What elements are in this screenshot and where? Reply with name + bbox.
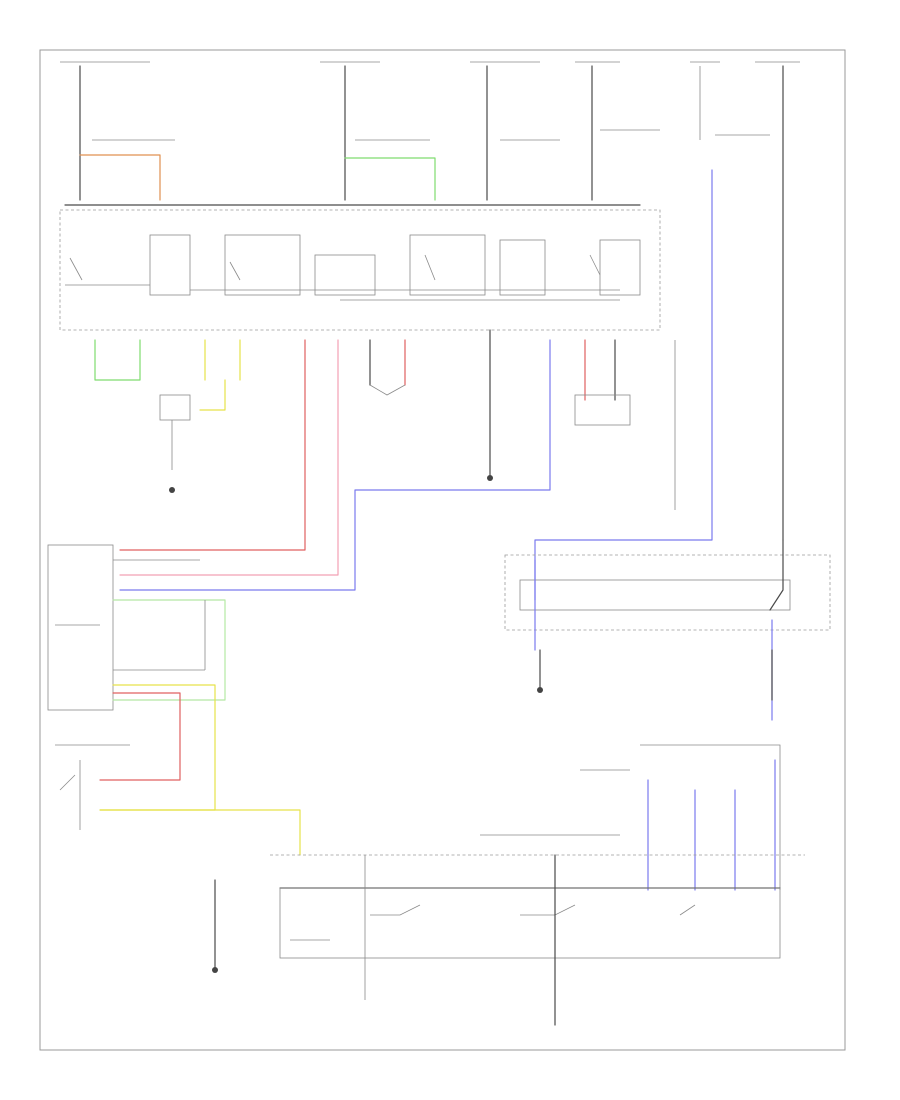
label-placeholders bbox=[55, 129, 770, 941]
relay-box-outputs bbox=[94, 329, 676, 591]
left-ground bbox=[212, 879, 218, 973]
wire-orange-top bbox=[79, 154, 161, 201]
left-module-wires bbox=[99, 559, 226, 811]
left-switch bbox=[59, 760, 81, 830]
relay-box bbox=[59, 209, 661, 331]
wire-green-top bbox=[344, 157, 436, 201]
right-relay-box bbox=[504, 554, 831, 631]
right-bus bbox=[640, 744, 781, 890]
lower-panel-switches bbox=[364, 854, 696, 1026]
right-bus-drops bbox=[647, 759, 776, 891]
internal-relays bbox=[65, 234, 641, 301]
wire-yellow-lower bbox=[99, 809, 301, 856]
fuse-feeds bbox=[79, 65, 784, 541]
lower-control-panel bbox=[279, 887, 781, 959]
components-row bbox=[159, 384, 631, 493]
wire-blue-right bbox=[534, 169, 713, 601]
diagram-border bbox=[39, 49, 846, 1051]
right-relay-internal bbox=[519, 539, 791, 693]
left-module bbox=[47, 544, 114, 711]
